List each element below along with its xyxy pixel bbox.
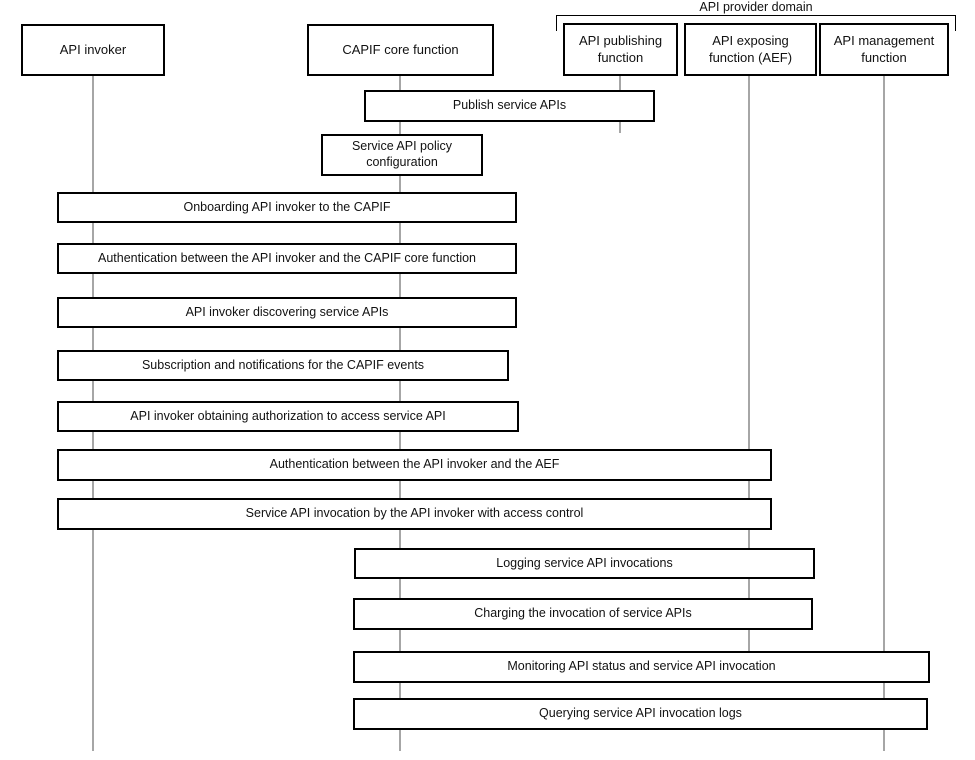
message-label: Publish service APIs (452, 98, 567, 113)
message-authentication-capif-core: Authentication between the API invoker a… (57, 243, 517, 274)
message-charging-invocations: Charging the invocation of service APIs (353, 598, 813, 630)
actor-label: API management function (833, 32, 935, 65)
actor-api-exposing-function-aef: API exposing function (AEF) (684, 23, 817, 76)
message-label: Authentication between the API invoker a… (97, 250, 476, 265)
message-label: Authentication between the API invoker a… (269, 457, 560, 472)
lifeline-api-exposing-function-aef (748, 75, 750, 682)
message-label: Service API policy configuration (351, 139, 453, 169)
api-provider-domain-bracket (556, 15, 956, 31)
message-label: Subscription and notifications for the C… (141, 357, 425, 372)
message-label: Onboarding API invoker to the CAPIF (183, 199, 391, 214)
message-monitoring-status: Monitoring API status and service API in… (353, 651, 930, 683)
message-authentication-aef: Authentication between the API invoker a… (57, 449, 772, 481)
actor-label: CAPIF core function (342, 41, 459, 57)
message-service-api-policy-configuration: Service API policy configuration (321, 134, 483, 176)
message-onboarding-api-invoker: Onboarding API invoker to the CAPIF (57, 192, 517, 223)
message-label: API invoker obtaining authorization to a… (130, 408, 446, 423)
message-label: Logging service API invocations (496, 555, 673, 570)
message-subscription-notifications: Subscription and notifications for the C… (57, 350, 509, 381)
actor-api-invoker: API invoker (21, 24, 165, 76)
message-label: API invoker discovering service APIs (185, 304, 389, 319)
message-label: Monitoring API status and service API in… (507, 659, 776, 674)
message-obtaining-authorization: API invoker obtaining authorization to a… (57, 401, 519, 432)
actor-api-publishing-function: API publishing function (563, 23, 678, 76)
message-label: Service API invocation by the API invoke… (245, 506, 584, 521)
message-publish-service-apis: Publish service APIs (364, 90, 655, 122)
api-provider-domain-label: API provider domain (699, 0, 813, 14)
message-discovering-service-apis: API invoker discovering service APIs (57, 297, 517, 328)
message-label: Charging the invocation of service APIs (474, 606, 692, 621)
actor-label: API publishing function (578, 32, 663, 65)
message-label: Querying service API invocation logs (539, 706, 742, 721)
message-service-api-invocation: Service API invocation by the API invoke… (57, 498, 772, 530)
actor-label: API invoker (59, 41, 127, 57)
actor-api-management-function: API management function (819, 23, 949, 76)
lifeline-api-management-function (883, 75, 885, 751)
actor-capif-core-function: CAPIF core function (307, 24, 494, 76)
actor-label: API exposing function (AEF) (708, 32, 793, 65)
message-logging-invocations: Logging service API invocations (354, 548, 815, 579)
message-querying-logs: Querying service API invocation logs (353, 698, 928, 730)
